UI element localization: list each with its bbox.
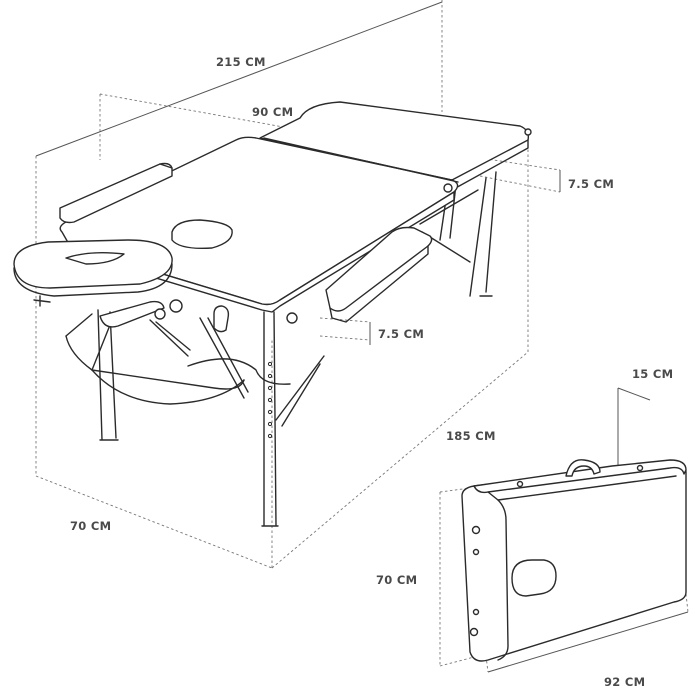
label-width-70: 70 CM (70, 519, 111, 533)
left-armrest-top (159, 163, 173, 169)
front-left-leg (97, 309, 119, 441)
hammock-top (65, 335, 245, 390)
hammock-bottom (91, 369, 245, 405)
folded-massage-table (439, 387, 689, 673)
headrest-cutout (65, 251, 125, 265)
label-head-90: 90 CM (252, 105, 293, 119)
label-length-215: 215 CM (216, 55, 266, 69)
folded-width-guide-right (685, 593, 689, 613)
back-right-leg (469, 171, 497, 297)
case-side-edge (487, 491, 509, 661)
label-folded-92: 92 CM (604, 675, 645, 689)
carry-handle-icon (565, 459, 601, 477)
leg-adjustment-holes (267, 361, 273, 439)
back-corner-bolt (524, 128, 532, 136)
folded-width-dimension (487, 611, 689, 673)
dimension-labels: 215 CM 90 CM 7.5 CM 7.5 CM 185 CM 70 CM … (70, 55, 673, 689)
left-armrest (59, 162, 173, 224)
arm-top-guide (319, 317, 371, 323)
right-armrest (325, 226, 433, 312)
right-armrest-side (329, 245, 429, 323)
bbox-bottom-front (35, 475, 273, 569)
headrest-arm (149, 319, 191, 357)
hammock-strap (65, 313, 113, 371)
arm-bottom-guide (319, 335, 371, 341)
folded-bottom-guide (439, 655, 479, 667)
folded-thickness-top (617, 387, 651, 401)
pad-seam (263, 137, 459, 183)
headrest-edge (13, 263, 173, 297)
headrest-knob (169, 299, 183, 313)
case-top-seam (497, 475, 677, 501)
front-right-leg (261, 311, 279, 527)
length-215-guide (35, 1, 443, 157)
hammock-cable (187, 358, 291, 385)
case-top-screw-1 (516, 480, 524, 488)
case-latch-bottom (469, 627, 479, 637)
label-height-7-5-top: 7.5 CM (568, 177, 614, 191)
case-front-face (461, 461, 687, 662)
label-length-185: 185 CM (446, 429, 496, 443)
headrest-knob-2 (154, 308, 166, 320)
label-thickness-15: 15 CM (632, 367, 673, 381)
case-latch-top (471, 525, 481, 535)
front-braces (275, 355, 325, 427)
label-folded-70: 70 CM (376, 573, 417, 587)
bbox-top-left (99, 93, 401, 149)
case-screw-1 (472, 548, 480, 556)
height-top-guide (479, 157, 561, 171)
mid-braces (199, 317, 249, 399)
case-screw-2 (472, 608, 480, 616)
face-hole-icon (171, 219, 233, 250)
side-bolt (286, 312, 298, 324)
headrest-bracket (33, 295, 51, 307)
case-top-screw-2 (636, 464, 644, 472)
back-bolt (443, 183, 453, 193)
case-top-face (473, 459, 687, 494)
height-guides (319, 157, 561, 345)
label-height-7-5-arm: 7.5 CM (378, 327, 424, 341)
headrest-support (99, 300, 165, 328)
side-handle (213, 305, 230, 333)
case-face-hole-icon (511, 559, 557, 597)
main-pad-edge (69, 191, 455, 313)
height-bottom-guide (479, 175, 561, 193)
open-massage-table (13, 101, 532, 527)
bbox-bottom-right (271, 351, 529, 569)
